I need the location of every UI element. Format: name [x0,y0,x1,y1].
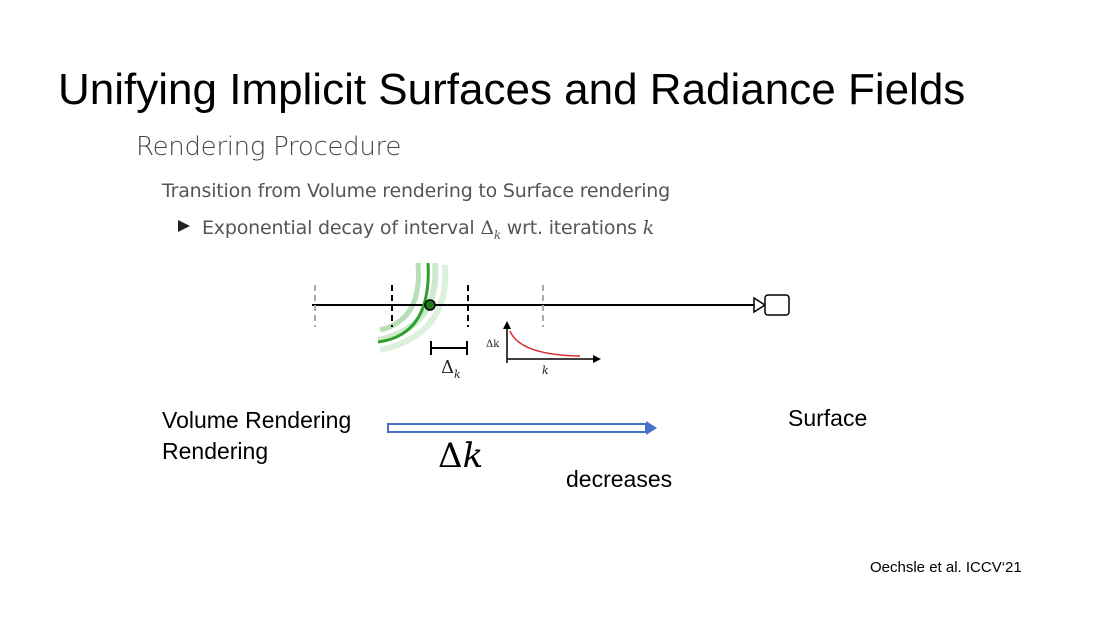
bullet-delta-subscript: k [493,227,501,242]
surface-band-mid [377,262,439,343]
surface-rendering-label: Surface [788,405,868,431]
intersection-point [424,299,436,311]
bullet-delta-symbol: Δ [480,217,494,239]
bullet-triangle-icon [178,220,190,232]
delta-k-symbol: Δk [438,436,484,476]
bullet-middle: wrt. iterations [500,217,643,239]
surface-band-inner [379,262,422,333]
surface-band-outer [379,264,449,353]
section-subtitle: Rendering Procedure [136,132,402,162]
volume-rendering-label: Volume Rendering Rendering [162,405,351,467]
interval-label: Δk [441,357,461,381]
bullet-var: k [642,217,655,239]
bullet-item: Exponential decay of interval Δk wrt. it… [178,217,654,242]
transition-text: Transition from Volume rendering to Surf… [162,180,670,202]
decay-curve [509,330,581,357]
transition-arrow [387,421,657,435]
camera-body [764,294,790,316]
slide-title: Unifying Implicit Surfaces and Radiance … [58,65,966,114]
citation: Oechsle et al. ICCV‘21 [870,559,1022,576]
bullet-prefix: Exponential decay of interval [202,217,481,239]
volume-label-line2: Rendering [162,438,269,464]
decreases-label: decreases [566,466,673,492]
ray-diagram: Δk Δk k [312,262,790,381]
camera-icon [753,296,767,314]
inset-ylabel: Δk [486,339,500,350]
inset-xlabel: k [542,364,549,377]
volume-label-line1: Volume Rendering [162,407,352,433]
surface-curve [377,262,430,344]
